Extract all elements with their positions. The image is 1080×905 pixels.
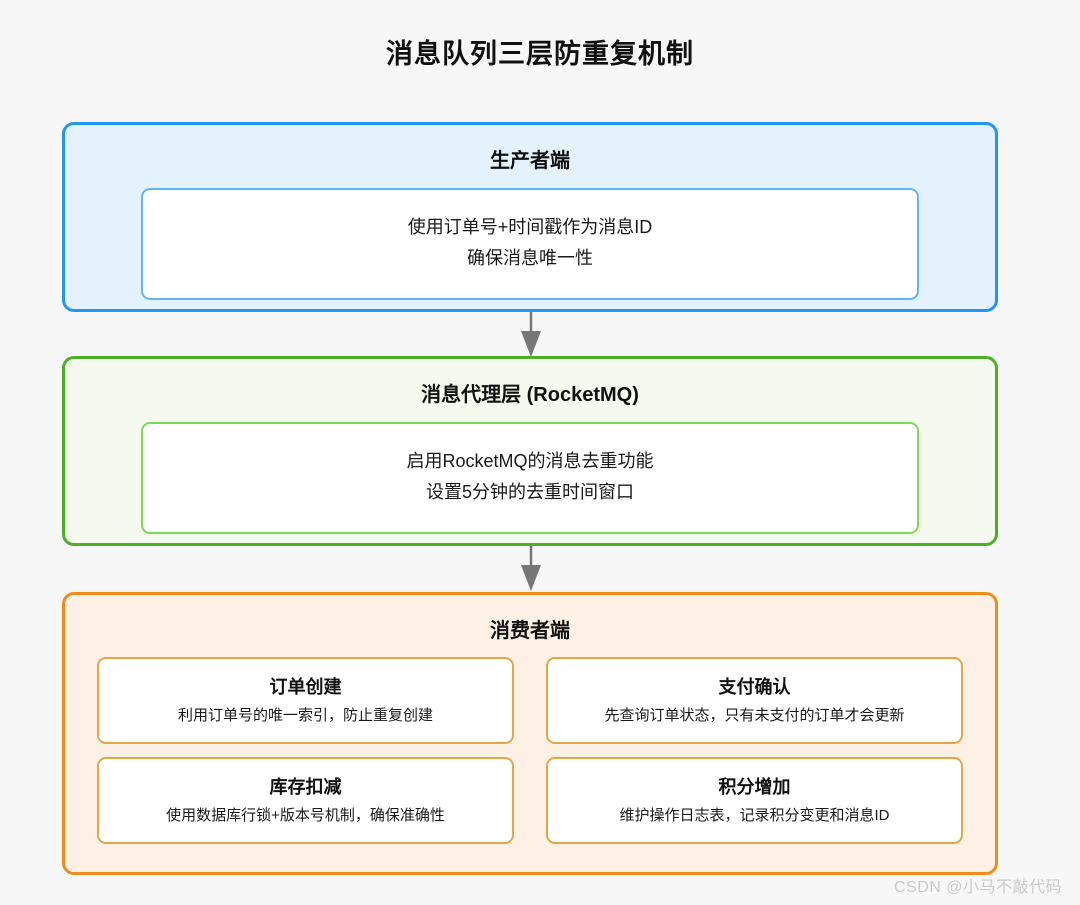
consumer-card-payment-confirm: 支付确认 先查询订单状态，只有未支付的订单才会更新 <box>546 657 963 744</box>
arrow-producer-to-broker-icon <box>521 312 541 357</box>
consumer-card-title: 库存扣减 <box>269 777 342 797</box>
consumer-card-desc: 利用订单号的唯一索引，防止重复创建 <box>177 707 433 724</box>
broker-detail-line-2: 设置5分钟的去重时间窗口 <box>425 482 634 502</box>
consumer-card-desc: 使用数据库行锁+版本号机制，确保准确性 <box>166 807 445 824</box>
page-title: 消息队列三层防重复机制 <box>386 39 694 69</box>
layer-broker: 消息代理层 (RocketMQ) 启用RocketMQ的消息去重功能 设置5分钟… <box>62 356 998 546</box>
consumer-card-title: 积分增加 <box>718 777 791 797</box>
broker-detail-card: 启用RocketMQ的消息去重功能 设置5分钟的去重时间窗口 <box>141 422 919 534</box>
layer-producer: 生产者端 使用订单号+时间戳作为消息ID 确保消息唯一性 <box>62 122 998 312</box>
consumer-card-desc: 维护操作日志表，记录积分变更和消息ID <box>619 807 890 824</box>
layer-producer-heading: 生产者端 <box>490 150 570 172</box>
layer-consumer: 消费者端 订单创建 利用订单号的唯一索引，防止重复创建 支付确认 先查询订单状态… <box>62 592 998 875</box>
consumer-card-points-add: 积分增加 维护操作日志表，记录积分变更和消息ID <box>546 757 963 844</box>
producer-detail-line-1: 使用订单号+时间戳作为消息ID <box>407 217 653 237</box>
broker-detail-line-1: 启用RocketMQ的消息去重功能 <box>406 451 654 471</box>
consumer-card-stock-deduct: 库存扣减 使用数据库行锁+版本号机制，确保准确性 <box>97 757 514 844</box>
producer-detail-card: 使用订单号+时间戳作为消息ID 确保消息唯一性 <box>141 188 919 300</box>
consumer-card-desc: 先查询订单状态，只有未支付的订单才会更新 <box>604 707 905 724</box>
watermark: CSDN @小马不敲代码 <box>893 879 1062 896</box>
consumer-card-grid: 订单创建 利用订单号的唯一索引，防止重复创建 支付确认 先查询订单状态，只有未支… <box>97 657 963 844</box>
consumer-card-title: 支付确认 <box>718 677 791 697</box>
layer-broker-heading: 消息代理层 (RocketMQ) <box>421 384 639 406</box>
producer-detail-line-2: 确保消息唯一性 <box>467 248 593 268</box>
arrow-broker-to-consumer-icon <box>521 546 541 591</box>
consumer-card-title: 订单创建 <box>269 677 342 697</box>
consumer-card-order-create: 订单创建 利用订单号的唯一索引，防止重复创建 <box>97 657 514 744</box>
layer-consumer-heading: 消费者端 <box>490 620 570 642</box>
